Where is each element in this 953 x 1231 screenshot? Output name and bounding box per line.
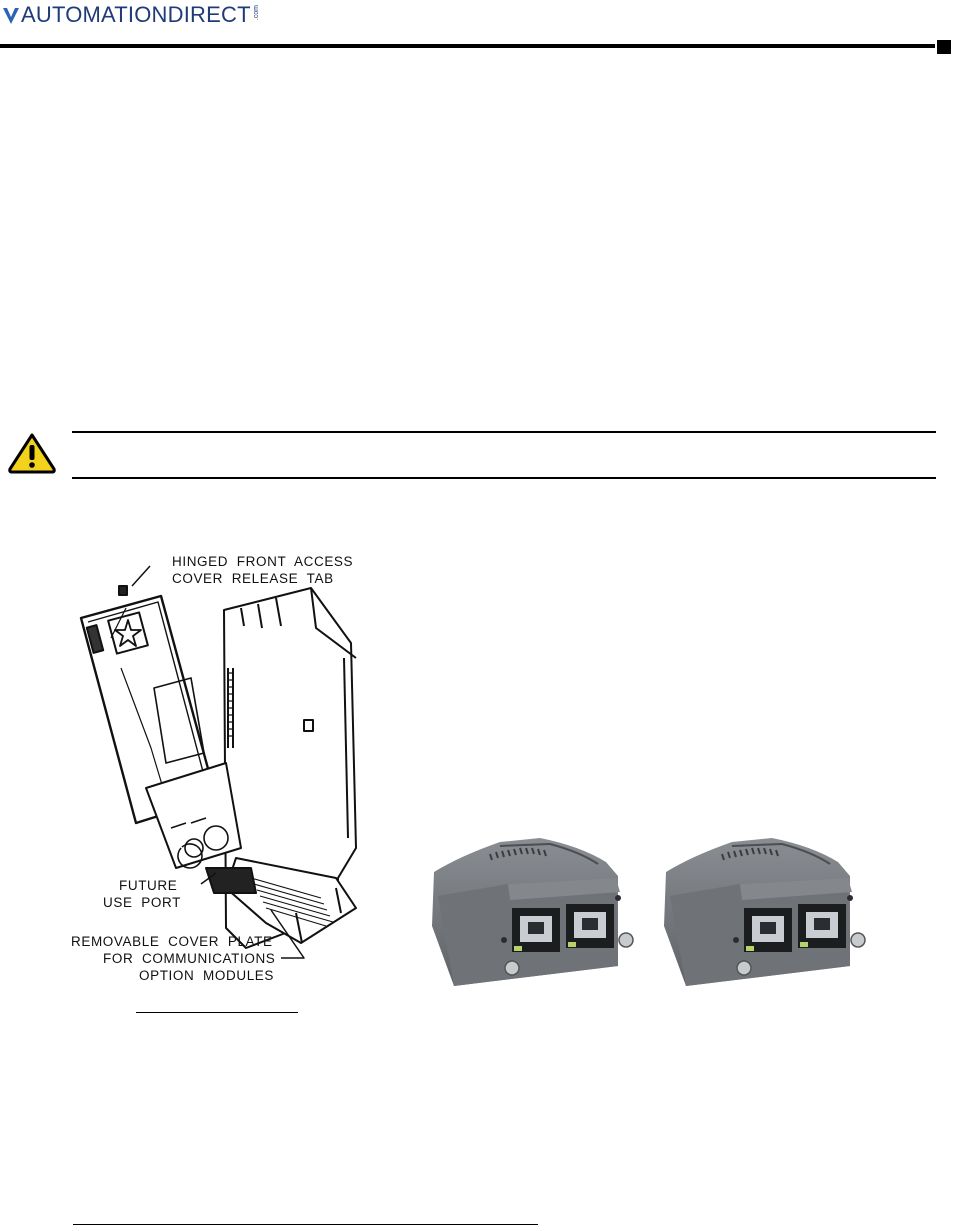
warning-top-rule [72,431,936,433]
header-square-marker [937,40,951,54]
logo-v-mark-icon [3,8,19,24]
callout-future-port-line1: FUTURE [119,878,178,893]
footer-rule [73,1224,538,1225]
automationdirect-logo[interactable]: AUTOMATIONDIRECT .com [2,2,261,32]
logo-dotcom: .com [252,5,260,21]
callout-future-port-line2: USE PORT [103,895,181,910]
drive-line-drawing [79,565,357,959]
callout-cover-plate-line1: REMOVABLE COVER PLATE [71,934,273,949]
logo-wordmark: AUTOMATIONDIRECT [21,2,251,27]
figure-caption-rule [136,1012,298,1013]
warning-bottom-rule [72,477,936,479]
callout-cover-plate-line3: OPTION MODULES [139,968,275,983]
header-rule [0,44,935,48]
communication-module-image [664,838,866,986]
callout-release-tab-line2: COVER RELEASE TAB [172,571,334,586]
warning-exclamation-icon [6,431,58,475]
callout-release-tab-line1: HINGED FRONT ACCESS [172,554,354,569]
callout-cover-plate-line2: FOR COMMUNICATIONS [103,951,276,966]
communication-module-image [432,838,634,986]
